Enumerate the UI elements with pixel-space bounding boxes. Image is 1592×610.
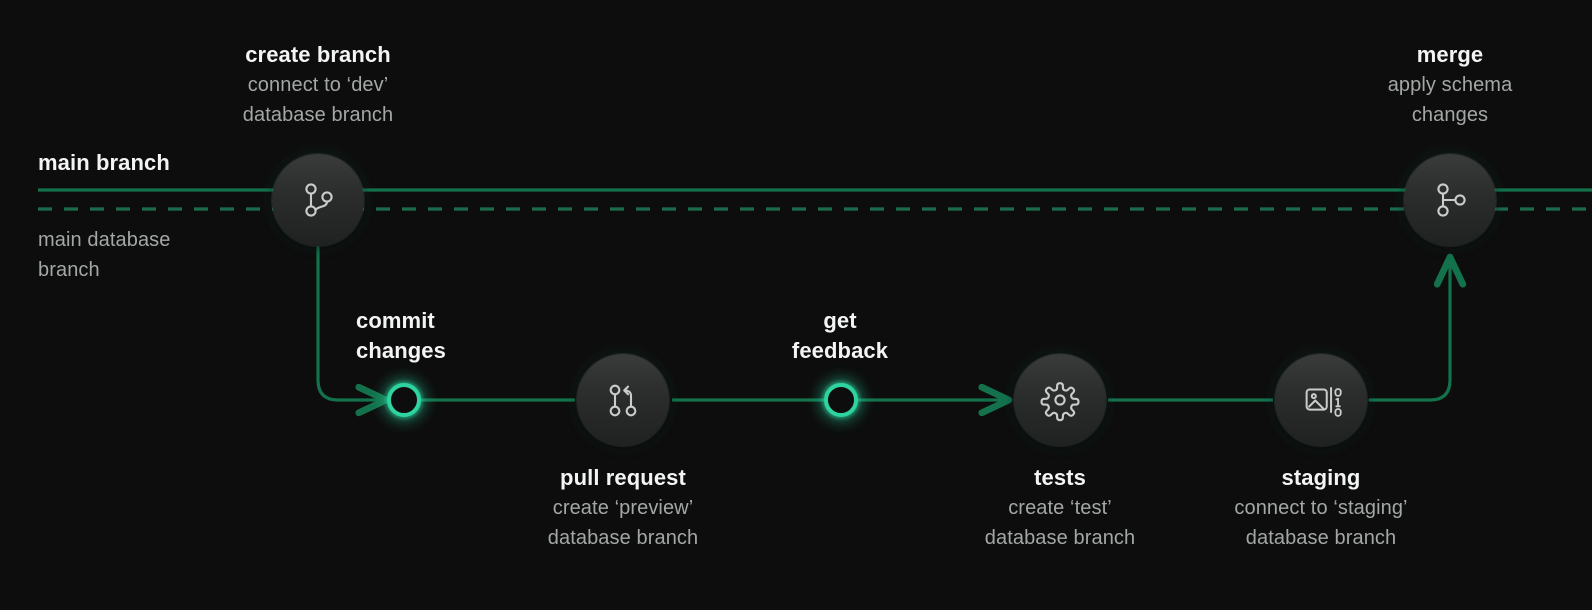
label-get-feedback: get feedback [792, 306, 888, 366]
node-staging[interactable] [1275, 354, 1367, 446]
label-staging: staging connect to ‘staging’ database br… [1234, 463, 1407, 553]
gear-icon [1036, 376, 1084, 424]
tests-title: tests [1034, 465, 1086, 490]
staging-sub1: connect to ‘staging’ [1234, 497, 1408, 519]
main-database-branch-line1: main database [38, 229, 171, 251]
git-merge-icon [1426, 176, 1474, 224]
main-branch-label: main branch [38, 148, 170, 178]
commit-changes-title2: changes [356, 338, 446, 363]
pull-request-icon [599, 376, 647, 424]
main-branch-title: main branch [38, 150, 170, 175]
node-tests[interactable] [1014, 354, 1106, 446]
node-pull-request[interactable] [577, 354, 669, 446]
merge-title: merge [1416, 42, 1484, 67]
tests-sub2: database branch [984, 527, 1136, 549]
node-merge[interactable] [1404, 154, 1496, 246]
pull-request-sub1: create ‘preview’ [552, 497, 694, 519]
create-branch-sub1: connect to ‘dev’ [247, 74, 389, 96]
merge-sub1: apply schema [1387, 74, 1513, 96]
image-binary-icon [1298, 377, 1344, 423]
tests-sub1: create ‘test’ [1008, 497, 1112, 519]
label-pull-request: pull request create ‘preview’ database b… [548, 463, 699, 553]
pull-request-title: pull request [560, 465, 686, 490]
label-commit-changes: commit changes [356, 306, 446, 366]
commit-changes-title: commit [356, 308, 435, 333]
staging-title: staging [1281, 465, 1361, 490]
node-commit-changes[interactable] [387, 383, 421, 417]
pull-request-sub2: database branch [547, 527, 699, 549]
label-tests: tests create ‘test’ database branch [985, 463, 1136, 553]
main-database-branch-label: main database branch [38, 225, 171, 285]
main-database-branch-line2: branch [38, 259, 100, 281]
merge-sub2: changes [1411, 104, 1489, 126]
create-branch-title: create branch [245, 42, 391, 67]
label-create-branch: create branch connect to ‘dev’ database … [243, 40, 394, 130]
node-get-feedback[interactable] [824, 383, 858, 417]
node-create-branch[interactable] [272, 154, 364, 246]
git-branch-icon [294, 176, 342, 224]
staging-sub2: database branch [1245, 527, 1397, 549]
create-branch-sub2: database branch [242, 104, 394, 126]
staging-to-merge-wire [1368, 258, 1450, 402]
get-feedback-title: get [823, 308, 857, 333]
label-merge: merge apply schema changes [1388, 40, 1513, 130]
get-feedback-title2: feedback [791, 338, 889, 363]
